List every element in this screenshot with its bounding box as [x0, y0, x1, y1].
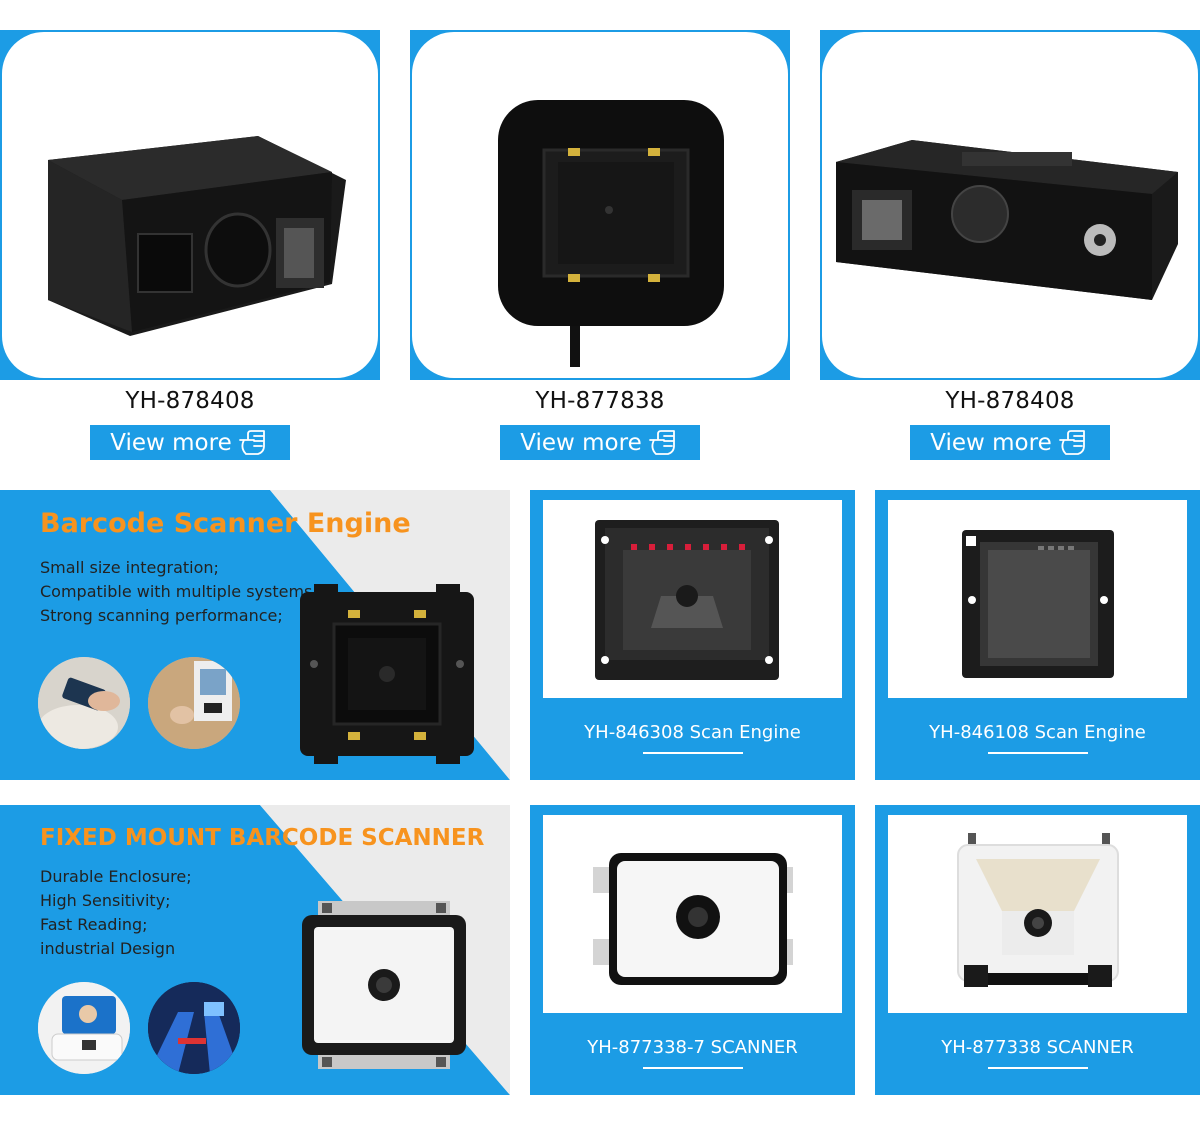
- turnstile-photo: [148, 982, 240, 1074]
- grid-product-card-1[interactable]: YH-846308 Scan Engine: [530, 490, 855, 780]
- view-more-label: View more: [930, 429, 1052, 456]
- product-photo: [888, 500, 1187, 698]
- engine-banner[interactable]: Barcode Scanner Engine Small size integr…: [0, 490, 510, 780]
- product-label: YH-846308 Scan Engine: [584, 722, 801, 743]
- pointing-hand-icon: [1058, 429, 1085, 455]
- view-more-label: View more: [520, 429, 642, 456]
- product-card-3[interactable]: [820, 30, 1200, 380]
- label-underline: [643, 752, 743, 754]
- label-underline: [988, 1067, 1088, 1069]
- view-more-button-2[interactable]: View more: [500, 425, 700, 460]
- fixed-mount-scanner-image: [302, 901, 466, 1069]
- product-label: YH-877338-7 SCANNER: [587, 1037, 798, 1058]
- product-photo: [543, 815, 842, 1013]
- engine-banner-features: Small size integration; Compatible with …: [40, 556, 318, 628]
- scan-engine-module-image: [300, 584, 474, 764]
- product-card-2[interactable]: [410, 30, 790, 380]
- product-model-3: YH-878408: [945, 388, 1075, 414]
- pos-terminal-photo: [38, 982, 130, 1074]
- square-scanner-image: [498, 100, 724, 367]
- product-model-1: YH-878408: [125, 388, 255, 414]
- product-label: YH-846108 Scan Engine: [929, 722, 1146, 743]
- feature-line: Compatible with multiple systems;: [40, 582, 318, 601]
- label-underline: [988, 752, 1088, 754]
- view-more-button-3[interactable]: View more: [910, 425, 1110, 460]
- product-image-frame: [822, 32, 1198, 378]
- wide-box-scanner-image: [836, 140, 1178, 300]
- fixed-mount-banner-title: FIXED MOUNT BARCODE SCANNER: [40, 825, 485, 851]
- fixed-mount-banner[interactable]: FIXED MOUNT BARCODE SCANNER Durable Encl…: [0, 805, 510, 1095]
- fixed-mount-banner-features: Durable Enclosure; High Sensitivity; Fas…: [40, 865, 192, 961]
- feature-line: Durable Enclosure;: [40, 867, 192, 886]
- feature-line: Small size integration;: [40, 558, 219, 577]
- product-photo: [888, 815, 1187, 1013]
- engine-banner-title: Barcode Scanner Engine: [40, 508, 411, 539]
- pointing-hand-icon: [648, 429, 675, 455]
- pointing-hand-icon: [238, 429, 265, 455]
- product-image-frame: [2, 32, 378, 378]
- grid-product-card-3[interactable]: YH-877338-7 SCANNER: [530, 805, 855, 1095]
- feature-line: industrial Design: [40, 939, 176, 958]
- grid-product-card-4[interactable]: YH-877338 SCANNER: [875, 805, 1200, 1095]
- label-underline: [643, 1067, 743, 1069]
- view-more-label: View more: [110, 429, 232, 456]
- kiosk-scan-photo: [148, 657, 240, 749]
- product-image-frame: [412, 32, 788, 378]
- feature-line: High Sensitivity;: [40, 891, 171, 910]
- grid-product-card-2[interactable]: YH-846108 Scan Engine: [875, 490, 1200, 780]
- phone-scan-photo: [38, 657, 130, 749]
- feature-line: Fast Reading;: [40, 915, 148, 934]
- product-photo: [543, 500, 842, 698]
- product-model-2: YH-877838: [535, 388, 665, 414]
- product-card-1[interactable]: [0, 30, 380, 380]
- feature-line: Strong scanning performance;: [40, 606, 283, 625]
- product-label: YH-877338 SCANNER: [941, 1037, 1134, 1058]
- black-box-scanner-image: [48, 136, 346, 336]
- view-more-button-1[interactable]: View more: [90, 425, 290, 460]
